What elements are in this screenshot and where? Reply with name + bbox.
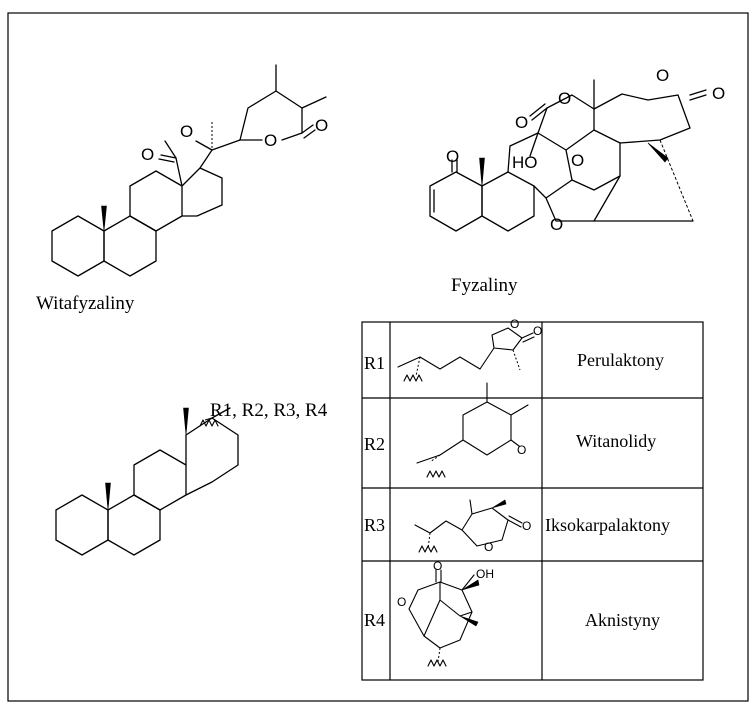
fz-o-carbonyl2: O [712, 84, 725, 103]
r4-structure: O O OH [397, 559, 494, 667]
fz-ho: HO [512, 153, 538, 172]
row-name-aknistyny: Aknistyny [585, 610, 660, 630]
fz-o-enone: O [446, 147, 459, 166]
r4-oh: OH [476, 567, 494, 581]
row-name-iksokarpalaktony: Iksokarpalaktony [545, 515, 670, 535]
table-row: R3 O O Iksokarpalaktony [364, 499, 670, 554]
r2-structure: O [416, 382, 529, 478]
r2-o-carbonyl: O [517, 443, 526, 457]
compound-name-fyzaliny: Fyzaliny [451, 275, 518, 296]
row-label-r3: R3 [364, 515, 385, 535]
fz-o-lactone1: O [558, 89, 571, 108]
structure-witafyzaliny: O O O O [51, 64, 328, 277]
table-row: R2 O Witanolidy [364, 382, 656, 478]
row-name-witanolidy: Witanolidy [576, 431, 656, 451]
row-label-r4: R4 [364, 610, 385, 630]
wf-o-carbonyl: O [141, 145, 154, 164]
substituent-table: R1 O O Perulaktony R2 [361, 317, 704, 681]
row-label-r2: R2 [364, 434, 385, 454]
r1-o-ring: O [510, 317, 519, 331]
r3-structure: O O [414, 499, 531, 554]
r3-o-carbonyl: O [522, 519, 531, 533]
wf-o-pyranone-ring: O [264, 131, 277, 150]
core-substituents-label: R1, R2, R3, R4 [210, 400, 328, 421]
fz-o-carbonyl1: O [515, 113, 528, 132]
row-label-r1: R1 [364, 353, 385, 373]
r3-o-ring: O [484, 540, 493, 554]
compound-name-witafyzaliny: Witafyzaliny [36, 293, 135, 314]
fz-o-lactone2: O [656, 66, 669, 85]
r1-o-carbonyl: O [533, 324, 542, 338]
structure-steroid-core [55, 407, 239, 556]
fz-o-ether: O [571, 151, 584, 170]
r4-o-ring: O [397, 595, 406, 609]
structure-fyzaliny: O O O HO O O O O [429, 66, 725, 234]
figure-border [7, 12, 749, 702]
row-name-perulaktony: Perulaktony [577, 350, 664, 370]
wf-o-lactone-ring: O [180, 122, 193, 141]
fz-o-bridge: O [550, 215, 563, 234]
wf-o-pyranone-carbonyl: O [315, 116, 328, 135]
table-row: R4 O O OH Aknistyny [364, 559, 660, 667]
r1-structure: O O [397, 317, 542, 382]
table-row: R1 O O Perulaktony [364, 317, 664, 382]
r4-o-carbonyl: O [433, 559, 442, 573]
